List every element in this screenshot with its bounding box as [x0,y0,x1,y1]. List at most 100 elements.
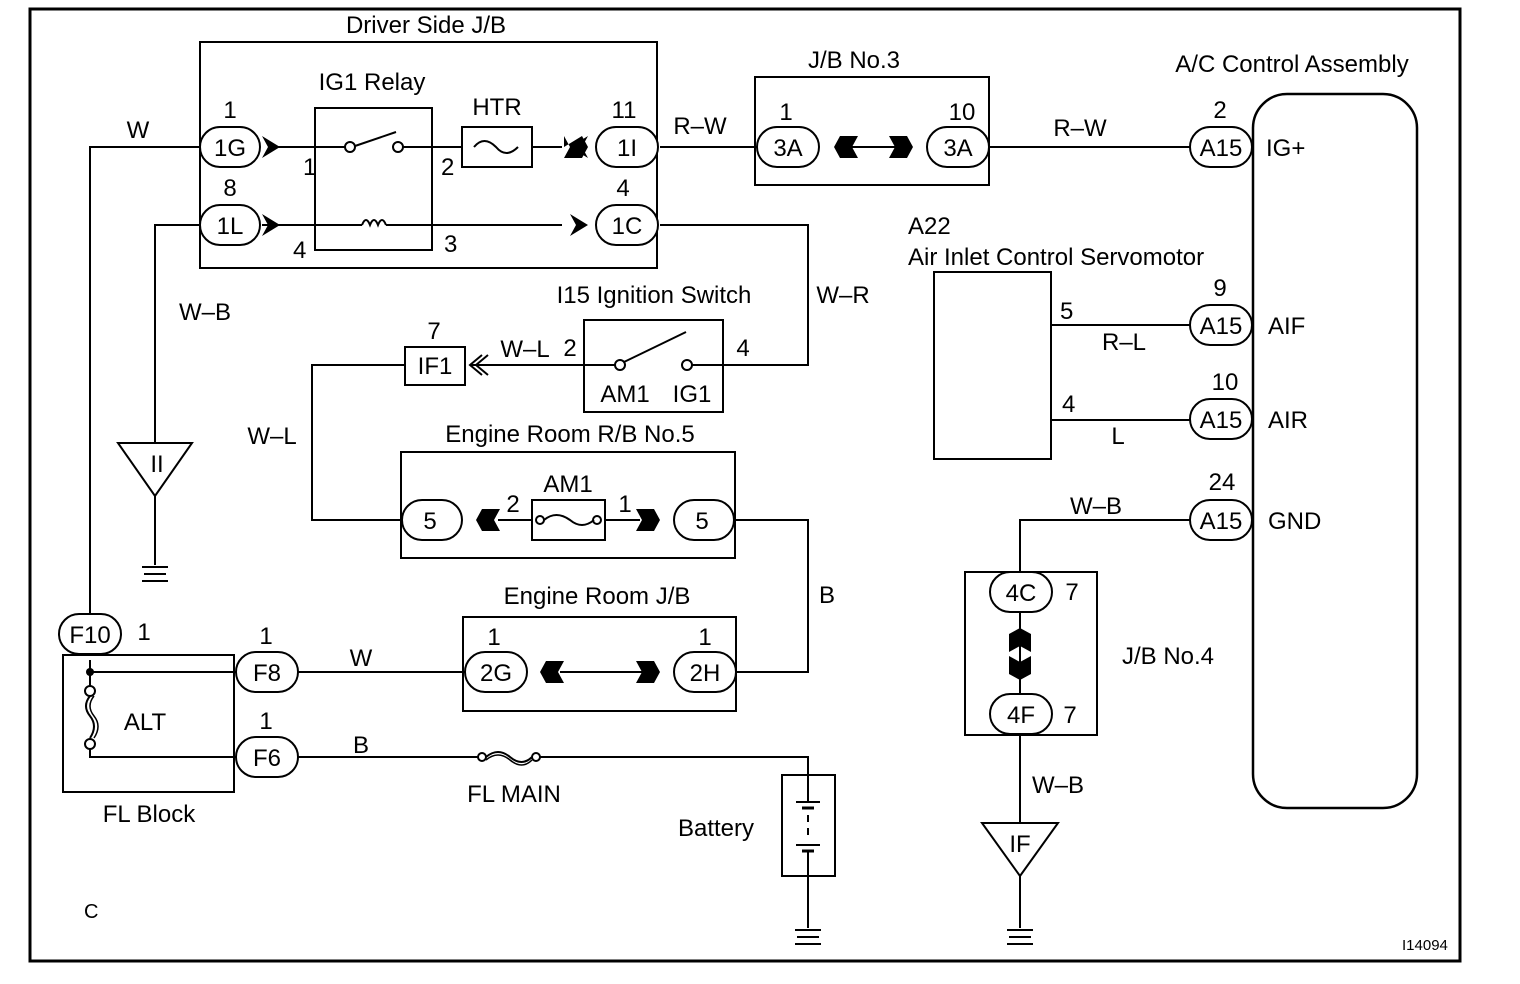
diagram-frame [28,7,1462,963]
connector-f10: F10 [69,622,110,649]
fl-main-fuse-icon [485,751,533,763]
if1-connector: IF1 7 [404,318,489,386]
ground-battery [795,929,821,945]
connector-5-left: 5 [423,508,436,535]
pin-1i: 11 [612,97,637,124]
pin-2g: 1 [487,624,500,651]
engine-rb5-label: Engine Room R/B No.5 [445,421,694,448]
engine-room-rb5: Engine Room R/B No.5 AM1 5 5 2 1 [400,421,736,559]
wire-label-wb-gnd: W–B [1070,493,1122,520]
switch-pin-4: 4 [736,335,749,362]
pin-4c: 7 [1065,579,1078,606]
wire-label-wl-1: W–L [500,336,549,363]
connector-3a-right: 3A [943,135,972,162]
wire-label-wr: W–R [816,282,869,309]
pin-3a-right: 10 [949,99,976,126]
ignition-switch: I15 Ignition Switch AM1 IG1 2 4 [557,282,752,413]
wire-label-w-top: W [127,117,150,144]
pin-4f: 7 [1063,702,1076,729]
arrow-rb5-right [636,509,672,531]
ground-if: IF [980,822,1060,945]
connector-1c: 1C [612,213,643,240]
arrow-4f [1009,656,1031,692]
fl-block-label: FL Block [103,801,196,828]
am1-fuse-icon [543,514,595,526]
a22-label: A22 [908,213,951,240]
arrow-1l [262,214,280,236]
jb-no3: J/B No.3 3A 1 3A 10 [754,47,990,186]
connector-a15-air: A15 [1200,407,1243,434]
connector-f6: F6 [253,745,281,772]
alt-label: ALT [124,709,167,736]
connector-2g: 2G [480,660,512,687]
relay-pin-3: 3 [444,231,457,258]
ground-ii: II [116,442,194,582]
page-letter: C [84,901,98,923]
wire-label-l: L [1111,423,1124,450]
arrow-3a-right [889,136,925,158]
fl-main-label: FL MAIN [467,781,561,808]
pin-f10: 1 [137,619,150,646]
relay-pin-4: 4 [293,237,306,264]
wire-label-wl-2: W–L [247,423,296,450]
relay-coil-icon [361,219,387,228]
pin-2h: 1 [698,624,711,651]
pin-f6: 1 [259,708,272,735]
arrow-1c [570,214,588,236]
pin-1c: 4 [616,175,629,202]
wire-label-wb-4f: W–B [1032,772,1084,799]
connector-1l: 1L [217,213,244,240]
pin-1g: 1 [223,97,236,124]
connector-5-right: 5 [695,508,708,535]
ac-control-assembly: A/C Control Assembly A15 2 IG+ A15 9 AIF… [1175,51,1419,810]
driver-jb-label: Driver Side J/B [346,12,506,39]
connector-a15-ig: A15 [1200,135,1243,162]
pin-a15-gnd: 24 [1209,469,1236,496]
arrow-2g [528,661,564,683]
arrow-rb5-left [464,509,500,531]
switch-terminal-am1: AM1 [600,381,649,408]
connector-1i: 1I [617,135,637,162]
ground-label-ii: II [150,451,163,478]
connector-2h: 2H [690,660,721,687]
connector-a15-aif: A15 [1200,313,1243,340]
arrow-4c [1009,616,1031,652]
terminal-air: AIR [1268,407,1308,434]
pin-1l: 8 [223,175,236,202]
wire-label-b-mid: B [819,582,835,609]
wire-label-wb-left: W–B [179,299,231,326]
terminal-ig: IG+ [1266,135,1305,162]
ig1-relay-label: IG1 Relay [319,69,426,96]
htr-label: HTR [472,94,521,121]
pin-a15-ig: 2 [1213,97,1226,124]
relay-pin-1: 1 [303,154,316,181]
wire-label-w-f8: W [350,645,373,672]
jb3-label: J/B No.3 [808,47,900,74]
wire-label-rw-2: R–W [1053,115,1107,142]
engine-room-jb: Engine Room J/B 2G 1 2H 1 [462,583,737,712]
fl-block: FL Block ALT F10 1 F8 1 F6 1 [58,613,299,828]
arrow-2h [636,661,672,683]
arrow-3a-left [822,136,858,158]
ac-control-label: A/C Control Assembly [1175,51,1408,78]
am1-pin-2: 2 [506,491,519,518]
wires [89,146,1190,928]
air-inlet-servomotor: A22 Air Inlet Control Servomotor 5 4 R–L… [908,213,1204,460]
diagram-id: I14094 [1402,937,1448,954]
connector-3a-left: 3A [773,135,802,162]
ignition-switch-label: I15 Ignition Switch [557,282,752,309]
wire-label-b-f6: B [353,732,369,759]
connector-if1: IF1 [418,353,453,380]
driver-side-jb: Driver Side J/B IG1 Relay 1 2 3 4 HTR 1G… [199,12,659,269]
htr-fuse-icon [473,140,519,154]
pin-if1: 7 [427,318,440,345]
connector-4f: 4F [1007,702,1035,729]
relay-pin-2: 2 [441,154,454,181]
wire-label-rl: R–L [1102,329,1146,356]
terminal-gnd: GND [1268,508,1321,535]
fusible-link-icon [85,695,95,739]
wire-label-rw-1: R–W [673,113,727,140]
switch-pin-2: 2 [563,335,576,362]
servomotor-label: Air Inlet Control Servomotor [908,244,1204,271]
